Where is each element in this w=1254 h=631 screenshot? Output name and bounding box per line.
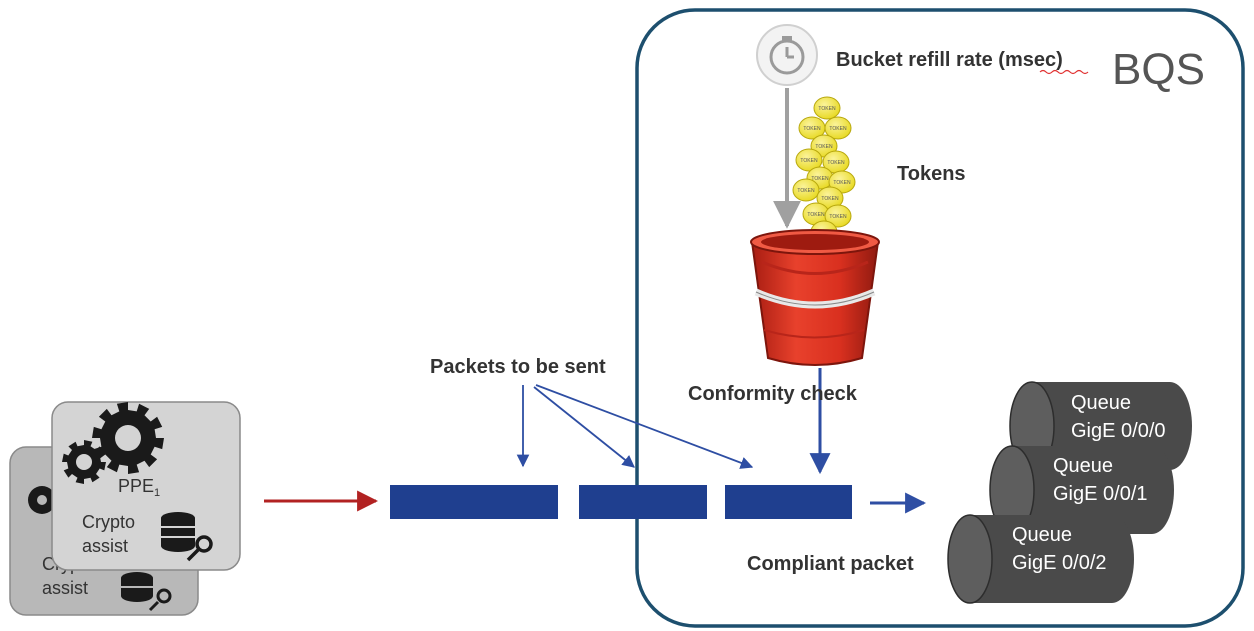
database-key-icon [121, 572, 172, 612]
packets-label: Packets to be sent [430, 356, 606, 378]
back-assist-label: assist [42, 578, 88, 598]
svg-text:TOKEN: TOKEN [821, 196, 839, 202]
svg-text:TOKEN: TOKEN [811, 176, 829, 182]
compliant-label: Compliant packet [747, 553, 914, 575]
svg-text:TOKEN: TOKEN [833, 180, 851, 186]
gear-icon [92, 402, 164, 474]
token-icon: TOKEN [795, 148, 823, 172]
ppe-card-front: PPE1 Crypto assist [51, 401, 241, 571]
bqs-title: BQS [1112, 45, 1205, 94]
gear-icon [62, 440, 106, 484]
queue-cylinder-1: Queue GigE 0/0/1 [989, 445, 1174, 535]
packet-arrow-2 [533, 386, 635, 468]
packet-block-3 [725, 485, 852, 519]
database-key-icon [161, 512, 213, 562]
svg-text:TOKEN: TOKEN [797, 188, 815, 194]
svg-text:TOKEN: TOKEN [827, 160, 845, 166]
refill-rate-label: Bucket refill rate (msec) [836, 49, 1063, 71]
svg-text:TOKEN: TOKEN [800, 158, 818, 164]
token-icon: TOKEN [792, 178, 820, 202]
tokens-label: Tokens [897, 163, 966, 185]
svg-text:TOKEN: TOKEN [803, 126, 821, 132]
queue-iface-1: GigE 0/0/1 [1053, 483, 1148, 505]
queue-iface-2: GigE 0/0/2 [1012, 552, 1107, 574]
token-icon: TOKEN [813, 96, 841, 120]
token-icon: TOKEN [824, 204, 852, 228]
packet-arrow-3 [535, 384, 754, 469]
packet-block-2 [579, 485, 707, 519]
token-icon: TOKEN [824, 116, 852, 140]
spell-underline [1039, 69, 1089, 75]
queue-label-0: Queue [1071, 392, 1131, 414]
queue-label-1: Queue [1053, 455, 1113, 477]
conformity-label: Conformity check [688, 383, 858, 405]
svg-text:TOKEN: TOKEN [815, 144, 833, 150]
svg-text:TOKEN: TOKEN [807, 212, 825, 218]
svg-text:TOKEN: TOKEN [818, 106, 836, 112]
queue-iface-0: GigE 0/0/0 [1071, 420, 1166, 442]
svg-text:TOKEN: TOKEN [829, 214, 847, 220]
queue-label-2: Queue [1012, 524, 1072, 546]
front-assist-label: assist [82, 536, 128, 556]
front-crypto-label: Crypto [82, 512, 135, 532]
packet-block-1 [390, 485, 558, 519]
gear-icon [28, 486, 56, 514]
queue-cylinder-2: Queue GigE 0/0/2 [947, 514, 1134, 604]
svg-text:TOKEN: TOKEN [829, 126, 847, 132]
stopwatch-icon [756, 24, 818, 86]
bucket-icon [750, 229, 880, 366]
ppe-name-label: PPE1 [118, 476, 160, 499]
